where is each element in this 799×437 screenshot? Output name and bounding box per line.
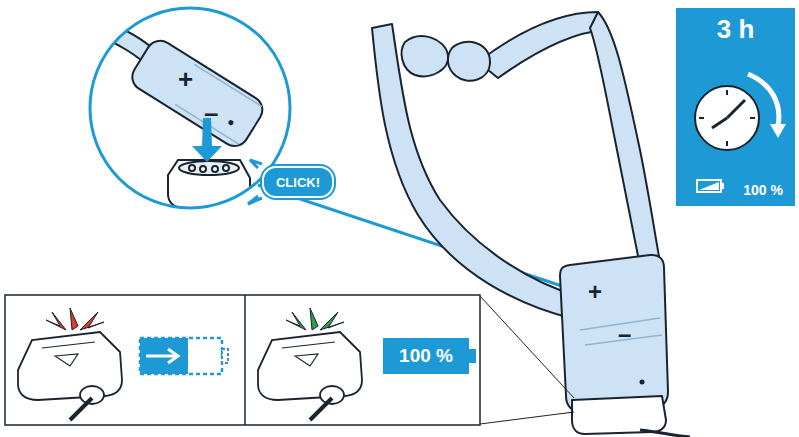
leader-line bbox=[480, 412, 574, 424]
charger-green bbox=[258, 308, 362, 420]
charger-red bbox=[18, 308, 122, 420]
battery-nub bbox=[469, 349, 476, 363]
click-burst: CLICK! bbox=[262, 166, 334, 198]
charge-time-panel: 3 h 100 % bbox=[676, 8, 795, 206]
button-mark: – bbox=[618, 322, 631, 346]
leader-line bbox=[480, 296, 574, 398]
node-text: 3 h bbox=[717, 14, 755, 45]
neckband bbox=[372, 12, 690, 437]
zoom-circle bbox=[90, 8, 290, 208]
node-text: CLICK! bbox=[276, 175, 320, 190]
status-panel bbox=[5, 295, 480, 425]
click-spikes bbox=[248, 160, 262, 204]
button-mark: – bbox=[204, 100, 218, 126]
battery-charging bbox=[140, 338, 228, 374]
battery-full: 100 % bbox=[383, 338, 469, 374]
node-text: 100 % bbox=[743, 182, 783, 198]
zoom-detail bbox=[92, 20, 268, 230]
button-mark: + bbox=[588, 280, 602, 304]
button-mark: + bbox=[178, 66, 193, 92]
node-text: 100 % bbox=[399, 345, 453, 367]
